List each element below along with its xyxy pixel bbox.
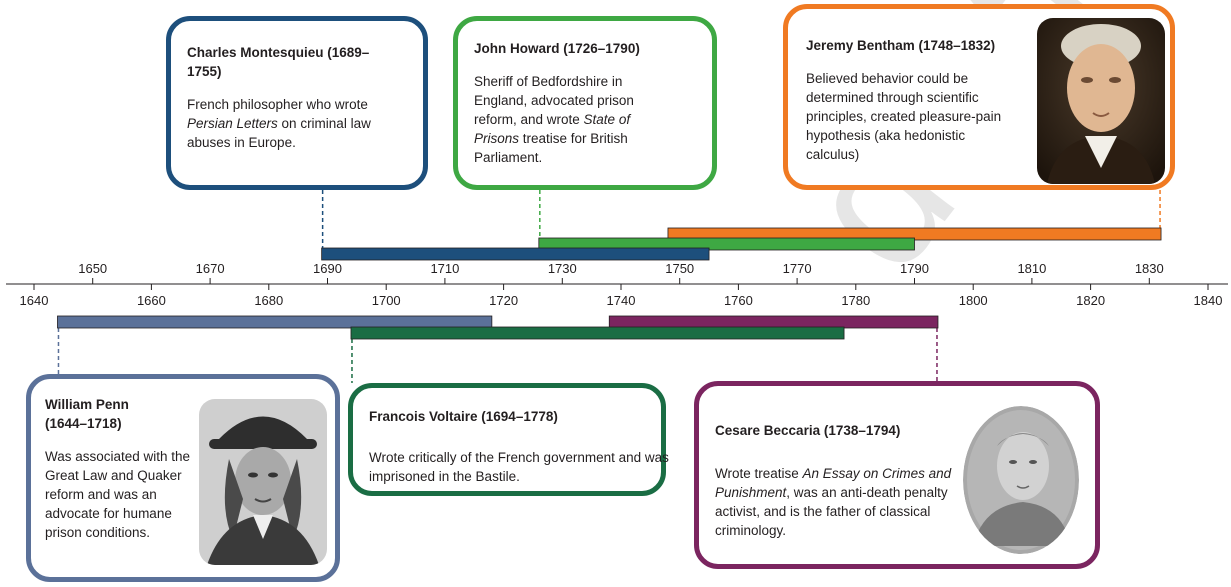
card-title: William Penn (1644–1718) — [45, 397, 129, 431]
card-description: Sheriff of Bedfordshire in England, advo… — [474, 74, 634, 165]
bentham-portrait — [1037, 18, 1165, 184]
tick-label-lower: 1840 — [1194, 293, 1223, 308]
card-title: Jeremy Bentham (1748–1832) — [806, 38, 996, 53]
lifespan-bar-beccaria — [608, 315, 939, 329]
tick-label-upper: 1830 — [1135, 261, 1164, 276]
card-title: Cesare Beccaria (1738–1794) — [715, 423, 901, 438]
card-title: Francois Voltaire (1694–1778) — [369, 409, 558, 424]
lifespan-bar-howard — [538, 237, 915, 251]
tick-label-lower: 1740 — [607, 293, 636, 308]
tick-label-lower: 1760 — [724, 293, 753, 308]
tick-label-upper: 1650 — [78, 261, 107, 276]
tick-label-upper: 1750 — [665, 261, 694, 276]
card-howard: John Howard (1726–1790) Sheriff of Bedfo… — [453, 16, 717, 190]
tick-label-upper: 1670 — [196, 261, 225, 276]
tick-label-lower: 1660 — [137, 293, 166, 308]
lifespan-bar-voltaire — [350, 326, 845, 340]
tick-label-lower: 1780 — [841, 293, 870, 308]
card-description: Wrote critically of the French governmen… — [369, 450, 669, 484]
card-montesquieu: Charles Montesquieu (1689–1755) French p… — [166, 16, 428, 190]
tick-label-upper: 1730 — [548, 261, 577, 276]
card-bentham: Jeremy Bentham (1748–1832) Believed beha… — [783, 4, 1175, 190]
tick-label-lower: 1680 — [254, 293, 283, 308]
penn-portrait — [199, 399, 327, 565]
card-penn: William Penn (1644–1718) Was associated … — [26, 374, 340, 582]
card-description: Wrote treatise An Essay on Crimes and Pu… — [715, 466, 952, 538]
tick-label-upper: 1810 — [1017, 261, 1046, 276]
lifespan-bar-montesquieu — [321, 247, 710, 261]
lifespan-bar-penn — [57, 315, 493, 329]
tick-label-upper: 1690 — [313, 261, 342, 276]
card-title: Charles Montesquieu (1689–1755) — [187, 45, 370, 79]
tick-label-upper: 1710 — [430, 261, 459, 276]
tick-label-upper: 1770 — [783, 261, 812, 276]
tick-label-lower: 1640 — [20, 293, 49, 308]
tick-label-lower: 1700 — [372, 293, 401, 308]
tick-label-lower: 1820 — [1076, 293, 1105, 308]
card-description: Was associated with the Great Law and Qu… — [45, 449, 191, 540]
card-title: John Howard (1726–1790) — [474, 41, 640, 56]
tick-label-lower: 1800 — [959, 293, 988, 308]
tick-label-upper: 1790 — [900, 261, 929, 276]
card-description: Believed behavior could be determined th… — [806, 71, 1002, 162]
card-description: French philosopher who wrote Persian Let… — [187, 97, 371, 150]
card-beccaria: Cesare Beccaria (1738–1794) Wrote treati… — [694, 381, 1100, 569]
beccaria-portrait — [963, 406, 1079, 554]
card-voltaire: Francois Voltaire (1694–1778) Wrote crit… — [348, 383, 669, 496]
tick-label-lower: 1720 — [489, 293, 518, 308]
